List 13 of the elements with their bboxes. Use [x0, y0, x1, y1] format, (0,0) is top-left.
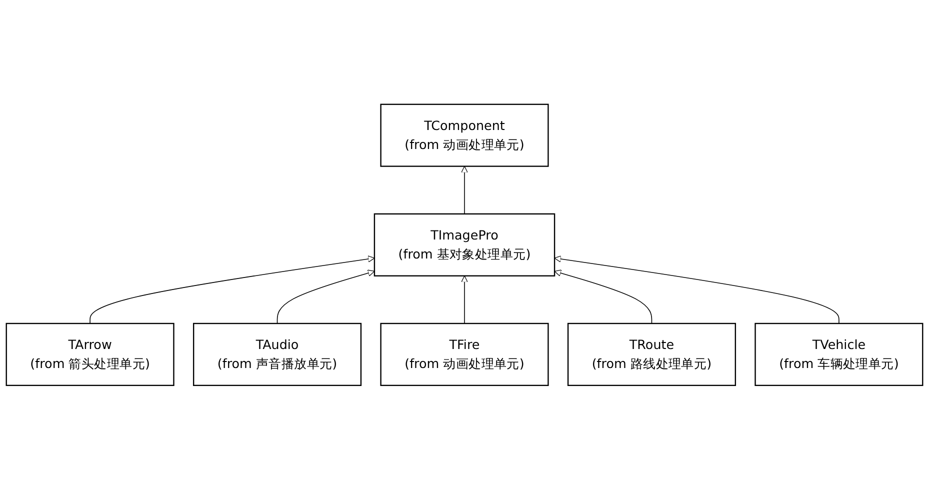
arrow	[90, 256, 375, 324]
node-box: TAudio (from 声音播放单元)	[193, 323, 362, 386]
node-box: TComponent (from 动画处理单元)	[380, 104, 549, 167]
node-box: TVehicle (from 车辆处理单元)	[754, 323, 924, 386]
arrow	[554, 256, 840, 324]
node-box: TRoute (from 路线处理单元)	[567, 323, 736, 386]
arrow	[554, 270, 652, 324]
arrow	[461, 276, 468, 324]
arrow	[461, 166, 468, 214]
node-box: TImagePro (from 基对象处理单元)	[374, 213, 556, 277]
arrow	[276, 270, 375, 324]
node-box: TFire (from 动画处理单元)	[380, 323, 549, 386]
node-box: TArrow (from 箭头处理单元)	[6, 323, 174, 386]
